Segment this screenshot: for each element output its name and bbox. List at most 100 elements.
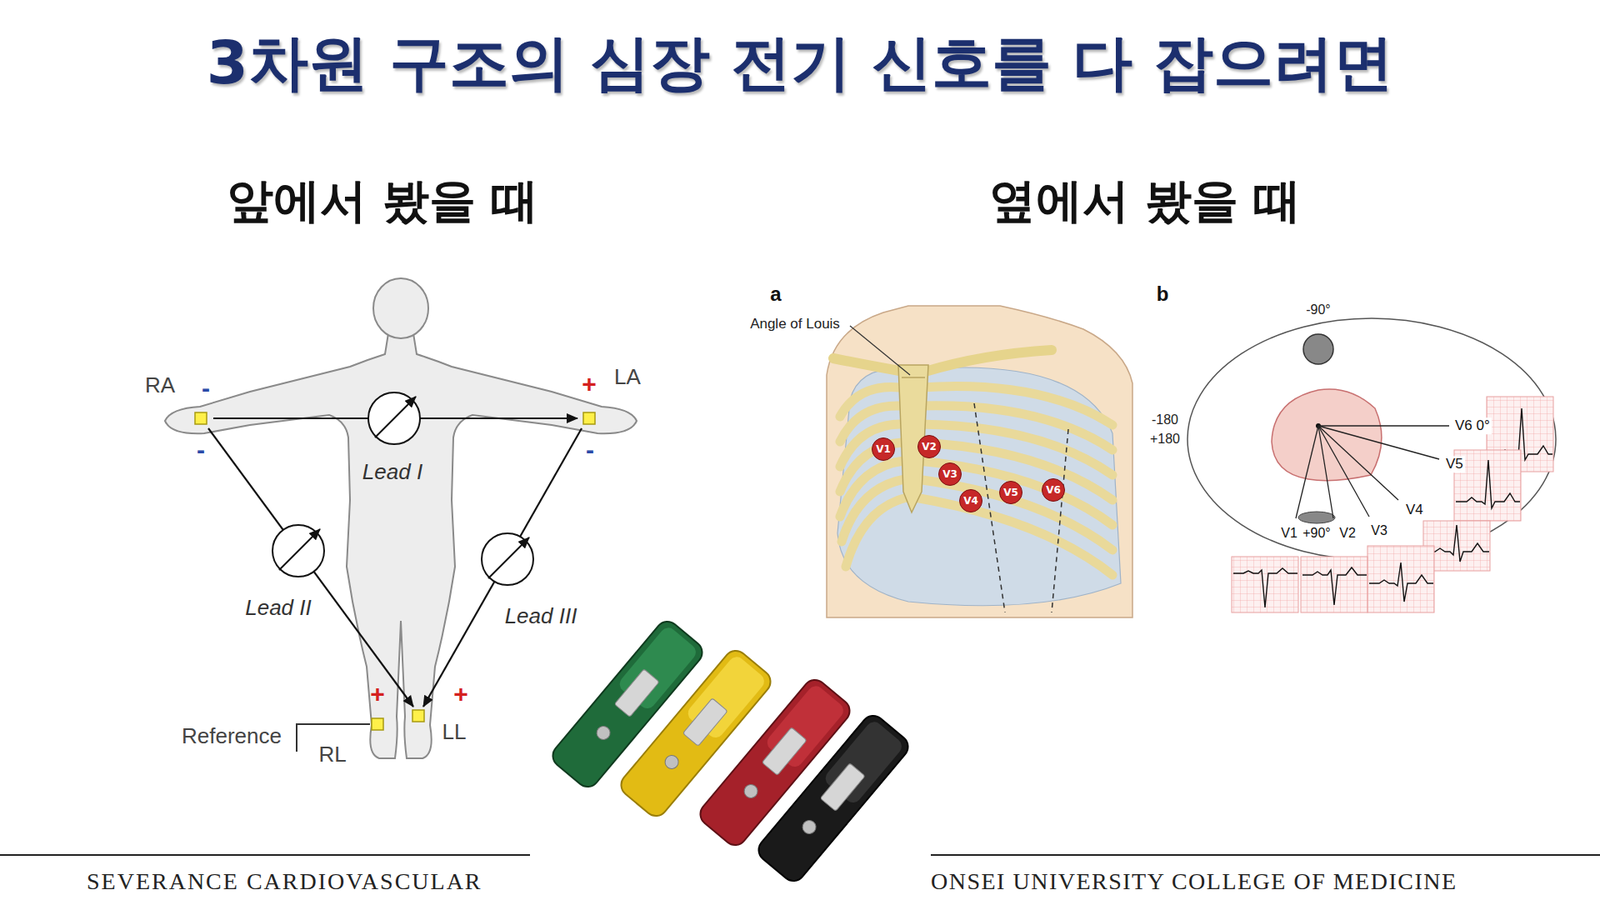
electrode-circle: V3: [938, 462, 962, 486]
ecg-trace: [1425, 525, 1490, 562]
angle-label: +90°: [1300, 525, 1333, 541]
spine-marker: [1303, 334, 1334, 365]
angle-label: -90°: [1305, 302, 1331, 318]
ecg-grid: [1367, 545, 1435, 613]
ecg-strips: [1231, 396, 1554, 613]
leader-line: [850, 325, 910, 375]
body-outline: [165, 333, 637, 759]
footer-rule: [0, 854, 530, 856]
clip-screw: [800, 817, 820, 837]
einthoven-triangle: [195, 392, 595, 752]
clip-black: [754, 710, 913, 886]
electrode-circle: V2: [917, 435, 941, 459]
lead-axis: [1318, 425, 1334, 519]
electrode-name: LL: [442, 720, 467, 745]
ecg-trace: [1233, 568, 1298, 608]
clavicle: [925, 350, 1052, 372]
ecg-trace: [1369, 562, 1434, 602]
ecg-trace: [1302, 567, 1367, 605]
lead-name: Lead I: [362, 460, 423, 485]
clip-body: [616, 645, 775, 821]
lead-axis: [1318, 425, 1399, 500]
reference-label: Reference: [181, 724, 282, 750]
polarity-sign: -: [196, 435, 205, 465]
clip-screw: [662, 752, 682, 772]
electrode-name: LA: [614, 365, 641, 390]
polarity-sign: +: [453, 680, 469, 710]
angle-label: -180: [1151, 412, 1179, 428]
panel-letter: b: [1156, 282, 1170, 306]
polarity-sign: +: [581, 370, 597, 400]
clip-body: [754, 710, 913, 886]
ecg-grid: [1231, 556, 1299, 613]
polarity-sign: -: [585, 435, 595, 465]
body-silhouette: [165, 278, 637, 759]
reference-line: [1051, 429, 1069, 613]
rib: [920, 442, 1113, 500]
lead-axis-label: V2: [1337, 525, 1358, 541]
electrode-label: V2: [921, 441, 937, 452]
head-outline: [373, 278, 429, 339]
footer-text: ONSEI UNIVERSITY COLLEGE OF MEDICINE: [930, 868, 1458, 895]
lead-axis-label: V1: [1279, 525, 1300, 541]
electrode-circle: V1: [871, 437, 895, 461]
ecg-trace: [1455, 460, 1520, 509]
clip-screw: [741, 781, 761, 801]
angle-label: +180: [1150, 431, 1180, 447]
footer-rule: [930, 854, 1600, 856]
clip-screw: [594, 723, 614, 743]
body-cross-section: [1187, 318, 1556, 560]
sternal-angle: [901, 376, 925, 379]
anatomy-callout: Angle of Louis: [750, 315, 840, 333]
electrode-circle: V4: [959, 489, 983, 513]
lead-axis-label: V5: [1444, 455, 1465, 473]
rib: [916, 479, 1113, 550]
polarity-sign: -: [201, 374, 210, 404]
lead-name: Lead III: [505, 604, 578, 630]
lead-axis-label: V3: [1369, 523, 1390, 539]
clip-spring: [820, 763, 865, 812]
galvanometer-symbol: [272, 525, 325, 577]
electrode-circle: V5: [999, 480, 1023, 505]
view-heading: 옆에서 봤을 때: [989, 174, 1302, 228]
galvanometer-needle: [488, 537, 530, 579]
lead-axis-label: V6 0°: [1453, 417, 1492, 435]
torso-skin: [826, 305, 1133, 618]
electrode-label: V5: [1003, 487, 1019, 498]
electrode-label: V4: [963, 495, 979, 506]
electrode-pad: [583, 412, 595, 425]
clavicle: [833, 358, 905, 372]
electrode-pad: [412, 710, 425, 722]
heart-outline: [1271, 389, 1382, 481]
lead-vector: [423, 428, 582, 707]
rib: [918, 460, 1113, 525]
electrode-name: RA: [145, 373, 175, 399]
ecg-grid: [1300, 556, 1368, 613]
chest-illustration: [826, 305, 1133, 618]
clip-yellow: [616, 645, 775, 821]
sternum-marker: [1298, 511, 1335, 524]
clip-spring: [614, 669, 660, 718]
galvanometer-needle: [279, 529, 320, 570]
electrode-pad: [371, 718, 384, 730]
electrode-label: V1: [875, 444, 891, 455]
galvanometer-needle: [375, 396, 416, 438]
electrode-label: V6: [1045, 485, 1061, 495]
clip-spring: [682, 698, 728, 747]
panel-letter: a: [770, 282, 781, 306]
rib: [915, 497, 1113, 575]
electrode-pad: [195, 412, 207, 425]
footer-text: SEVERANCE CARDIOVASCULAR: [86, 868, 483, 895]
electrode-label: V3: [942, 469, 958, 480]
electrode-name: RL: [318, 742, 346, 768]
lead-axis-label: V4: [1404, 501, 1425, 519]
electrode-clips: [548, 616, 913, 886]
view-heading: 앞에서 봤을 때: [226, 174, 540, 228]
horizontal-plane-diagram: [1187, 318, 1556, 613]
galvanometer-symbol: [368, 392, 420, 445]
lead-name: Lead II: [245, 595, 312, 621]
clip-spring: [761, 727, 807, 776]
lead-axis: [1295, 425, 1319, 519]
